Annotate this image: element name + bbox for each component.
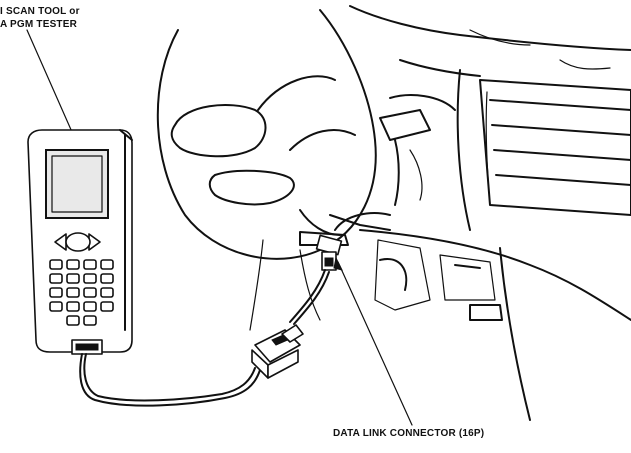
steering-wheel bbox=[156, 9, 377, 260]
tool-screen bbox=[45, 149, 109, 219]
test-cable bbox=[79, 269, 330, 407]
steering-column bbox=[334, 94, 456, 231]
cable-adapter bbox=[251, 324, 304, 379]
dashboard-outline bbox=[349, 5, 631, 421]
connector-pointer-line bbox=[333, 256, 413, 426]
tool-label-line-2: A PGM TESTER bbox=[0, 19, 78, 30]
tool-keypad bbox=[49, 259, 114, 326]
scan-tool bbox=[27, 129, 133, 355]
data-link-connector bbox=[315, 234, 343, 271]
tool-label-line-1: I SCAN TOOL or bbox=[0, 6, 80, 17]
tool-pointer-line bbox=[26, 29, 73, 133]
lower-dash-panel bbox=[249, 214, 503, 331]
air-vent bbox=[479, 79, 631, 216]
connector-label: DATA LINK CONNECTOR (16P) bbox=[333, 428, 485, 439]
